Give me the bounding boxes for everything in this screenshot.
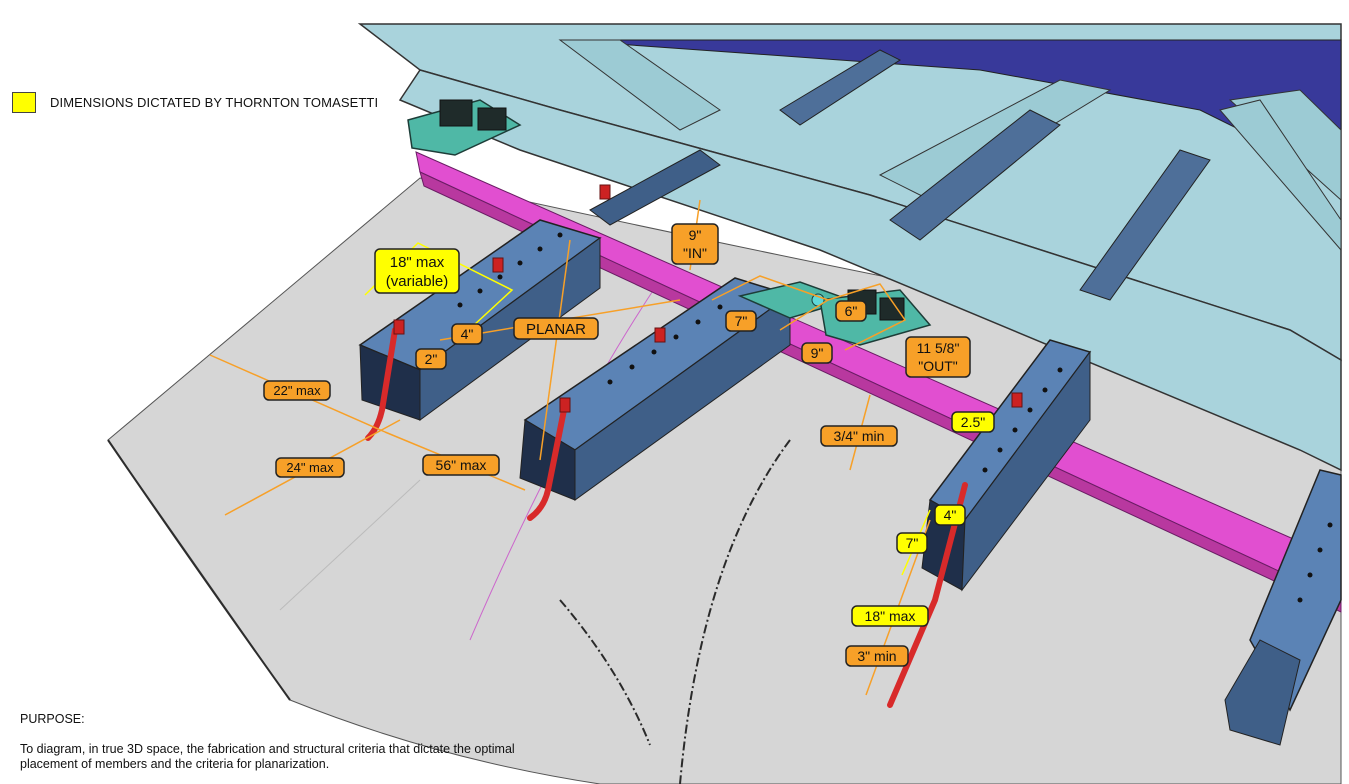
legend-label: DIMENSIONS DICTATED BY THORNTON TOMASETT… bbox=[50, 95, 379, 110]
bolt bbox=[1011, 392, 1023, 408]
callout-56-max: 56" max bbox=[422, 454, 500, 476]
svg-text:9": 9" bbox=[811, 345, 824, 361]
svg-text:4": 4" bbox=[944, 507, 957, 523]
svg-text:9": 9" bbox=[689, 227, 702, 243]
callout-7-right: 7" bbox=[896, 532, 928, 554]
bolt bbox=[393, 319, 405, 335]
callout-6: 6" bbox=[835, 300, 867, 322]
svg-text:18" max: 18" max bbox=[390, 254, 445, 271]
purpose-title: PURPOSE: bbox=[20, 712, 85, 726]
svg-text:(variable): (variable) bbox=[386, 273, 449, 290]
callout-3-4-min: 3/4" min bbox=[820, 425, 898, 447]
svg-text:PLANAR: PLANAR bbox=[526, 321, 586, 338]
panel-seam bbox=[679, 439, 791, 784]
svg-text:3/4" min: 3/4" min bbox=[834, 428, 885, 444]
callout-2: 2" bbox=[415, 348, 447, 370]
panel-edge-left bbox=[107, 439, 291, 701]
callout-2-5: 2.5" bbox=[951, 411, 995, 433]
bolt bbox=[654, 327, 666, 343]
callout-18-max-variable: 18" max (variable) bbox=[374, 248, 460, 294]
bolt bbox=[559, 397, 571, 413]
purpose-note: PURPOSE: To diagram, in true 3D space, t… bbox=[20, 712, 540, 772]
callout-9-center: 9" bbox=[801, 342, 833, 364]
svg-text:22" max: 22" max bbox=[273, 383, 321, 398]
callout-3-min: 3" min bbox=[845, 645, 909, 667]
callout-22-max: 22" max bbox=[263, 380, 331, 401]
svg-text:2": 2" bbox=[425, 351, 438, 367]
channel-far-right bbox=[1224, 469, 1342, 746]
svg-text:6": 6" bbox=[845, 303, 858, 319]
callout-4-right: 4" bbox=[934, 504, 966, 526]
callout-9-in: 9" "IN" bbox=[671, 223, 719, 265]
bolt bbox=[599, 184, 611, 200]
callout-7-center: 7" bbox=[725, 310, 757, 332]
page-edge bbox=[1341, 24, 1349, 784]
svg-text:4": 4" bbox=[461, 326, 474, 342]
callout-24-max: 24" max bbox=[275, 457, 345, 478]
channel-right bbox=[921, 339, 1092, 592]
svg-text:"OUT": "OUT" bbox=[918, 358, 958, 374]
background-channels bbox=[589, 49, 1211, 301]
callout-11-5-8-out: 11 5/8" "OUT" bbox=[905, 336, 971, 378]
svg-text:24" max: 24" max bbox=[286, 460, 334, 475]
callout-4-left: 4" bbox=[451, 323, 483, 345]
svg-text:2.5": 2.5" bbox=[961, 414, 985, 430]
callout-18-max-right: 18" max bbox=[851, 605, 929, 627]
bolt bbox=[492, 257, 504, 273]
svg-text:7": 7" bbox=[735, 313, 748, 329]
legend-swatch-yellow bbox=[12, 92, 36, 113]
legend: DIMENSIONS DICTATED BY THORNTON TOMASETT… bbox=[12, 92, 378, 113]
svg-text:11 5/8": 11 5/8" bbox=[917, 340, 960, 356]
svg-text:56" max: 56" max bbox=[436, 457, 487, 473]
svg-text:7": 7" bbox=[906, 535, 919, 551]
callout-planar: PLANAR bbox=[513, 317, 599, 340]
purpose-body: To diagram, in true 3D space, the fabric… bbox=[20, 742, 515, 771]
panel-seam bbox=[559, 599, 651, 746]
svg-text:"IN": "IN" bbox=[683, 245, 707, 261]
panel-grid-line bbox=[279, 479, 421, 611]
svg-text:18" max: 18" max bbox=[865, 608, 916, 624]
svg-text:3" min: 3" min bbox=[857, 648, 896, 664]
